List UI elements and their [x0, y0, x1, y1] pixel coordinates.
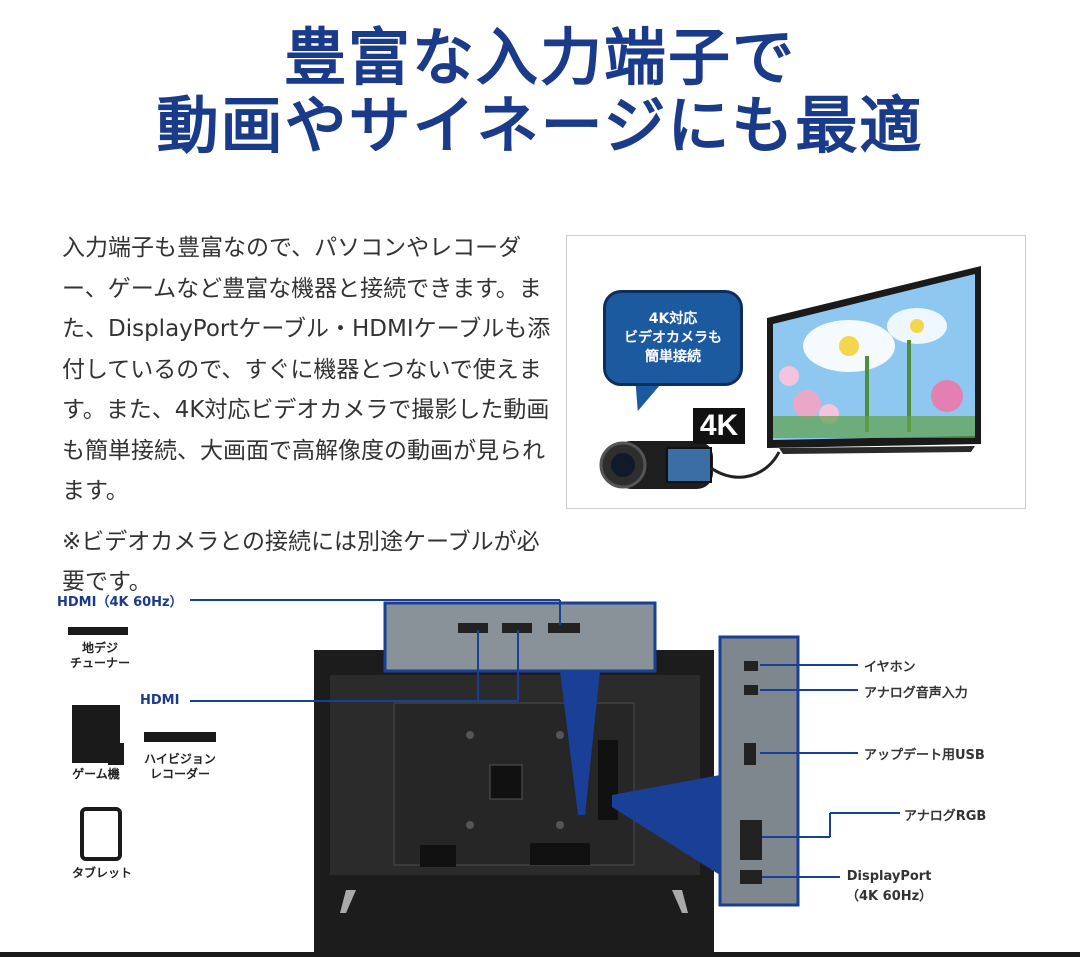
label-tablet: タブレット [71, 866, 132, 880]
label-recorder: ハイビジョン レコーダー [134, 752, 226, 782]
tuner-icon [68, 627, 128, 635]
label-earphone: イヤホン [864, 660, 916, 675]
tv-illustration [599, 266, 981, 489]
label-tuner-line2: チューナー [69, 656, 130, 670]
bubble-line2: ビデオカメラも [624, 329, 722, 346]
label-displayport-line2: （4K 60Hz） [846, 889, 933, 904]
label-usb: アップデート用USB [864, 748, 985, 763]
label-recorder-line2: レコーダー [149, 767, 210, 781]
label-hdmi-4k: HDMI（4K 60Hz） [57, 595, 183, 610]
label-analog-audio: アナログ音声入力 [864, 686, 968, 701]
description-paragraph: 入力端子も豊富なので、パソコンやレコーダー、ゲームなど豊富な機器と接続できます。… [62, 235, 551, 504]
page-title-line2: 動画やサイネージにも最適 [156, 89, 924, 162]
label-analog-rgb: アナログRGB [904, 809, 987, 824]
description-note: ※ビデオカメラとの接続には別途ケーブルが必要です。 [62, 528, 540, 596]
label-recorder-line1: ハイビジョン [144, 752, 216, 766]
label-displayport-line1: DisplayPort [846, 869, 932, 884]
footer-divider [0, 952, 1080, 957]
label-game: ゲーム機 [72, 767, 120, 781]
label-displayport: DisplayPort （4K 60Hz） [846, 867, 932, 907]
page-title-line1: 豊富な入力端子で [283, 21, 796, 94]
label-tuner-line1: 地デジ [81, 641, 118, 655]
tablet-icon [80, 807, 122, 861]
label-tuner: 地デジ チューナー [62, 641, 138, 671]
connection-diagram [68, 599, 900, 955]
label-hdmi: HDMI [140, 693, 180, 708]
recorder-icon [144, 732, 216, 742]
bubble-line3: 簡単接続 [645, 348, 701, 365]
description: 入力端子も豊富なので、パソコンやレコーダー、ゲームなど豊富な機器と接続できます。… [62, 228, 552, 603]
bubble-line1: 4K対応 [648, 310, 698, 327]
camera-tv-photo: 4K対応 ビデオカメラも 簡単接続 4K [566, 235, 1026, 509]
badge-4k: 4K [693, 408, 745, 444]
speech-bubble: 4K対応 ビデオカメラも 簡単接続 [603, 290, 743, 386]
